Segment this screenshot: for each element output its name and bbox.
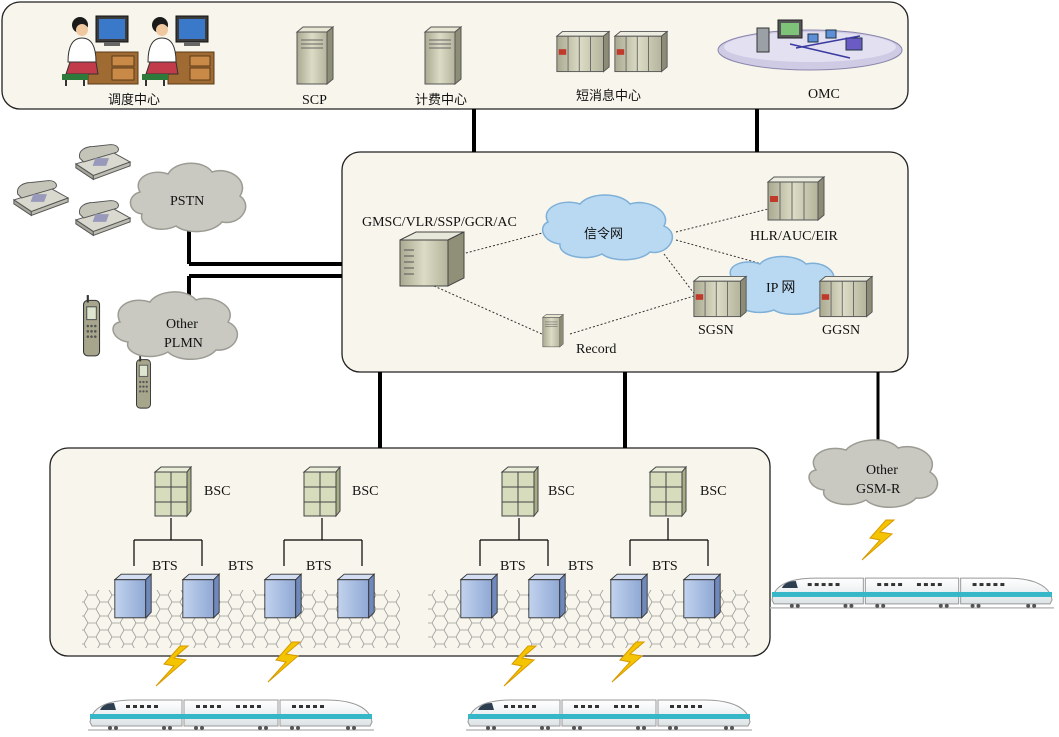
bsc-label: BSC	[204, 484, 230, 499]
ip-network-label: IP 网	[766, 281, 795, 296]
fixed-phone-icon	[75, 144, 131, 180]
bsc-bts-links	[133, 518, 709, 566]
bts-label: BTS	[568, 559, 594, 574]
sms-center-label: 短消息中心	[576, 88, 641, 104]
bsc-label: BSC	[700, 484, 726, 499]
signaling-network-label: 信令网	[584, 227, 623, 242]
pstn-cloud	[129, 162, 247, 233]
scp-label: SCP	[302, 93, 327, 108]
other-gsmr-cloud	[808, 439, 939, 508]
train-icon	[465, 699, 753, 731]
bts-label: BTS	[306, 559, 332, 574]
bts-label: BTS	[652, 559, 678, 574]
dispatch-workstations	[62, 15, 215, 86]
gmsc-label: GMSC/VLR/SSP/GCR/AC	[362, 215, 517, 230]
other-plmn-cloud	[112, 291, 239, 360]
sgsn-rack-icon	[693, 275, 747, 318]
pstn-label: PSTN	[170, 194, 204, 209]
record-server-icon	[542, 314, 564, 348]
mobile-phone-icon	[82, 294, 101, 358]
bsc-cabinet-icon	[303, 466, 341, 517]
other-plmn-label-line2: PLMN	[164, 336, 203, 351]
hlr-rack-icon	[767, 176, 825, 221]
bsc-label: BSC	[352, 484, 378, 499]
fixed-phone-icon	[13, 180, 69, 216]
bts-cabinet-icon	[610, 573, 648, 619]
omc-network-icon	[717, 19, 903, 71]
bsc-cabinet-icon	[649, 466, 687, 517]
train-icon	[769, 577, 1055, 609]
bsc-cabinet-icon	[154, 466, 192, 517]
hlr-label: HLR/AUC/EIR	[750, 229, 839, 244]
bts-label: BTS	[152, 559, 178, 574]
scp-server-icon	[296, 26, 334, 85]
other-plmn-label-line1: Other	[166, 317, 198, 332]
other-gsmr-label-line2: GSM-R	[856, 482, 901, 497]
signaling-network-cloud	[541, 194, 674, 261]
bts-label: BTS	[228, 559, 254, 574]
operator-icon	[142, 15, 215, 86]
omc-label: OMC	[808, 87, 840, 102]
bsc-cabinet-icon	[501, 466, 539, 517]
bsc-label: BSC	[548, 484, 574, 499]
sms-rack-icon	[614, 30, 668, 73]
record-label: Record	[576, 342, 616, 357]
ggsn-rack-icon	[819, 275, 873, 318]
billing-server-icon	[424, 26, 462, 85]
ggsn-label: GGSN	[822, 323, 860, 338]
radio-link-icon	[861, 519, 895, 561]
other-gsmr-label-line1: Other	[866, 463, 898, 478]
bts-cabinet-icon	[182, 573, 220, 619]
bts-cabinet-icon	[460, 573, 498, 619]
bts-cabinet-icon	[528, 573, 566, 619]
sgsn-label: SGSN	[698, 323, 734, 338]
operator-icon	[62, 15, 139, 86]
gmsc-switch-icon	[399, 231, 465, 287]
bts-cabinet-icon	[114, 573, 152, 619]
bts-cabinet-icon	[337, 573, 375, 619]
mobile-phone-icon	[135, 354, 152, 410]
bts-cabinet-icon	[264, 573, 302, 619]
billing-center-label: 计费中心	[415, 93, 467, 108]
fixed-phone-icon	[75, 200, 131, 236]
sms-rack-icon	[556, 30, 610, 73]
bts-label: BTS	[500, 559, 526, 574]
dispatch-center-label: 调度中心	[108, 92, 160, 108]
train-icon	[87, 699, 375, 731]
bts-cabinet-icon	[683, 573, 721, 619]
